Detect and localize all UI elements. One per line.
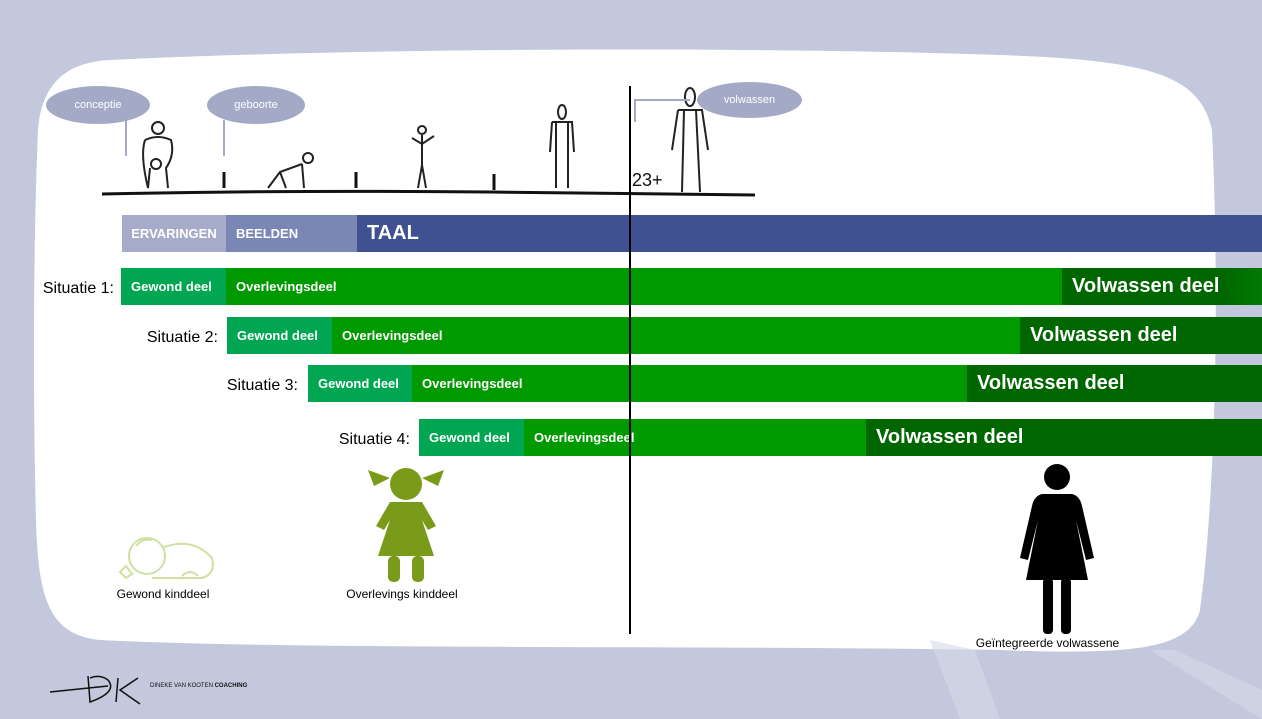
- situation-2-gewond: Gewond deel: [227, 317, 332, 354]
- timeline-sketch: [101, 87, 756, 197]
- stage-ervaringen: ERVARINGEN: [122, 215, 226, 252]
- situation-3-overlevings: Overlevingsdeel: [412, 365, 967, 402]
- crawling-baby-icon: [267, 152, 314, 189]
- child-silhouette-icon: [368, 468, 444, 582]
- situation-3-label: Situatie 3:: [226, 377, 298, 394]
- stage-taal: TAAL: [357, 215, 1262, 252]
- situation-2-overlevings: Overlevingsdeel: [332, 317, 1020, 354]
- stage-beelden: BEELDEN: [226, 215, 357, 252]
- situation-4-label: Situatie 4:: [338, 431, 410, 448]
- logo-name: DINEKE VAN KOOTEN: [150, 683, 213, 689]
- situation-4-overlevings: Overlevingsdeel: [524, 419, 866, 456]
- pregnant-figure-icon: [142, 121, 174, 189]
- situation-1-volwassen: Volwassen deel: [1062, 268, 1262, 305]
- situation-4-gewond: Gewond deel: [419, 419, 524, 456]
- logo-signature: [49, 675, 141, 705]
- age-label: 23+: [632, 170, 663, 190]
- situation-1-label: Situatie 1:: [42, 280, 114, 297]
- bubble-conceptie: conceptie: [46, 86, 150, 124]
- sleeping-baby-icon: [118, 537, 214, 580]
- logo-coaching: COACHING: [214, 683, 248, 689]
- adult-age-divider: [629, 86, 631, 634]
- teen-figure-icon: [549, 104, 575, 188]
- situation-2-volwassen: Volwassen deel: [1020, 317, 1262, 354]
- situation-1-gewond: Gewond deel: [121, 268, 226, 305]
- baby-caption: Gewond kinddeel: [116, 587, 210, 601]
- situation-2-label: Situatie 2:: [146, 329, 218, 346]
- adult-caption: Geïntegreerde volwassene: [975, 636, 1120, 650]
- adult-figure-icon: [671, 87, 709, 193]
- child-caption: Overlevings kinddeel: [346, 587, 458, 601]
- logo-text: DINEKE VAN KOOTEN COACHING: [150, 683, 247, 689]
- bubble-geboorte: geboorte: [207, 86, 305, 124]
- timeline-axis: [101, 189, 756, 197]
- situation-4-volwassen: Volwassen deel: [866, 419, 1262, 456]
- child-figure-icon: [411, 125, 435, 189]
- situation-3-volwassen: Volwassen deel: [967, 365, 1262, 402]
- woman-silhouette-icon: [1020, 464, 1094, 634]
- situation-3-gewond: Gewond deel: [308, 365, 412, 402]
- situation-1-overlevings: Overlevingsdeel: [226, 268, 1062, 305]
- bubble-volwassen: volwassen: [697, 82, 802, 118]
